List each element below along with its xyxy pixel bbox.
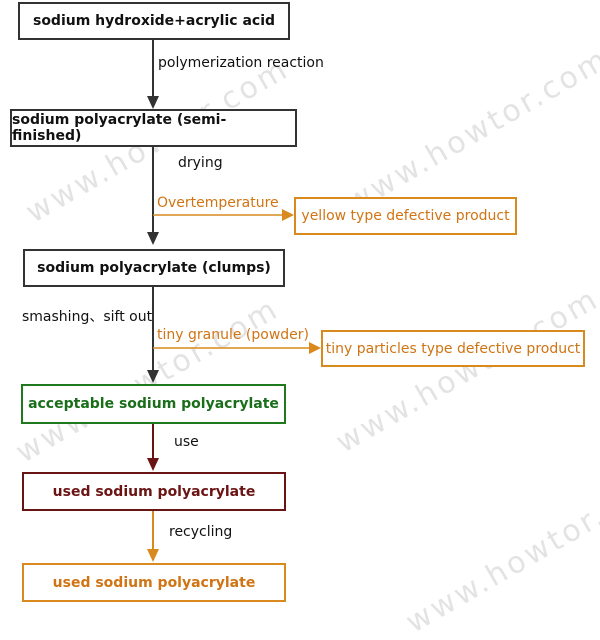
label-use: use	[174, 434, 199, 450]
label-polymerization-reaction: polymerization reaction	[158, 55, 324, 71]
arrowhead	[147, 96, 159, 109]
arrowhead	[282, 209, 294, 221]
box-sodium-hydroxide-acrylic-acid: sodium hydroxide+acrylic acid	[18, 2, 290, 40]
arrowhead	[147, 458, 159, 471]
box-used-sodium-polyacrylate: used sodium polyacrylate	[22, 472, 286, 511]
box-yellow-type-defective-product: yellow type defective product	[294, 197, 517, 235]
arrowhead	[147, 549, 159, 562]
label-overtemperature: Overtemperature	[157, 195, 279, 211]
box-sodium-polyacrylate-semi-finished: sodium polyacrylate (semi-finished)	[10, 109, 297, 147]
arrowhead	[309, 342, 321, 354]
flow-connectors	[147, 40, 321, 562]
box-used-sodium-polyacrylate-recycled: used sodium polyacrylate	[22, 563, 286, 602]
label-drying: drying	[178, 155, 223, 171]
box-tiny-particles-defective-product: tiny particles type defective product	[321, 330, 585, 367]
box-sodium-polyacrylate-clumps: sodium polyacrylate (clumps)	[23, 249, 285, 287]
label-recycling: recycling	[169, 524, 233, 540]
arrowhead	[147, 232, 159, 245]
label-tiny-granule-powder: tiny granule (powder)	[157, 327, 309, 343]
label-smashing-sift-out: smashing、sift out	[22, 309, 153, 325]
arrowhead	[147, 370, 159, 383]
box-acceptable-sodium-polyacrylate: acceptable sodium polyacrylate	[21, 384, 286, 424]
